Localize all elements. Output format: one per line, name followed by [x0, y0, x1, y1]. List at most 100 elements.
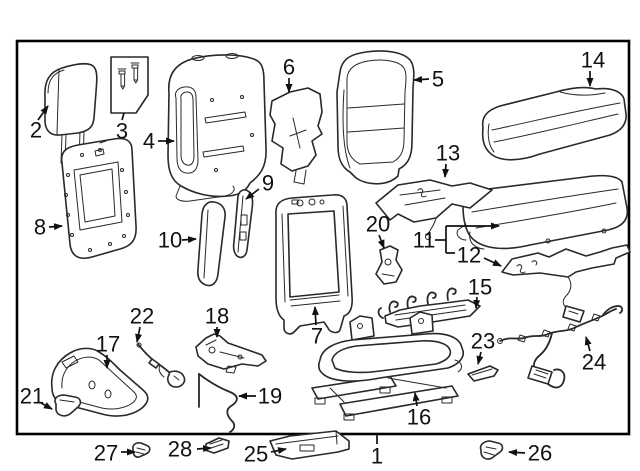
- callout-9[interactable]: 9: [245, 171, 274, 200]
- leader-arrow: [483, 257, 502, 267]
- callout-8[interactable]: 8: [34, 215, 63, 240]
- part-number-9[interactable]: 9: [262, 171, 274, 196]
- callout-5[interactable]: 5: [413, 67, 444, 92]
- leader-arrow: [508, 449, 526, 456]
- part-number-20[interactable]: 20: [366, 212, 390, 237]
- callout-12[interactable]: 12: [457, 243, 502, 268]
- part-side-trim-strip: [232, 189, 254, 259]
- part-clip-27: [132, 442, 151, 458]
- leader-arrow: [40, 402, 53, 410]
- part-number-5[interactable]: 5: [432, 67, 444, 92]
- part-number-25[interactable]: 25: [244, 442, 268, 467]
- part-number-15[interactable]: 15: [468, 275, 492, 300]
- part-number-8[interactable]: 8: [34, 215, 46, 240]
- callout-6[interactable]: 6: [283, 55, 295, 93]
- callout-24[interactable]: 24: [582, 336, 606, 375]
- leader-arrow: [181, 236, 197, 244]
- part-number-4[interactable]: 4: [143, 129, 155, 154]
- part-back-heater-mat: [375, 179, 493, 240]
- callout-1[interactable]: 1: [371, 434, 383, 469]
- callout-13[interactable]: 13: [436, 141, 460, 178]
- callout-18[interactable]: 18: [205, 304, 229, 338]
- callout-10[interactable]: 10: [158, 228, 197, 253]
- callout-15[interactable]: 15: [468, 275, 492, 309]
- part-number-2[interactable]: 2: [30, 118, 42, 143]
- callout-16[interactable]: 16: [407, 392, 431, 430]
- leader-arrow: [196, 445, 212, 453]
- callout-25[interactable]: 25: [244, 442, 287, 467]
- part-number-16[interactable]: 16: [407, 405, 431, 430]
- part-back-heater-element: [269, 87, 323, 185]
- part-sill-trim: [269, 430, 350, 460]
- part-seat-back-panel: [60, 137, 137, 260]
- part-headrest: [44, 63, 98, 164]
- leader-arrow: [412, 392, 420, 407]
- callout-4[interactable]: 4: [143, 129, 175, 154]
- part-seat-cushion-pad: [456, 174, 629, 250]
- part-mounting-bracket: [195, 333, 267, 374]
- leader-arrow: [135, 326, 143, 343]
- part-number-19[interactable]: 19: [258, 384, 282, 409]
- leader-arrow: [270, 447, 287, 455]
- part-seat-cushion-cover: [481, 86, 627, 161]
- part-seat-back-pad: [167, 53, 267, 202]
- part-number-14[interactable]: 14: [581, 48, 605, 73]
- part-release-cable: [136, 342, 186, 388]
- part-number-1[interactable]: 1: [371, 444, 383, 469]
- part-track-finisher: [467, 365, 499, 382]
- part-number-12[interactable]: 12: [457, 243, 481, 268]
- part-number-22[interactable]: 22: [130, 304, 154, 329]
- part-adjuster-handle: [54, 394, 82, 417]
- callout-19[interactable]: 19: [238, 384, 282, 409]
- part-bolster-pad: [197, 201, 226, 287]
- callout-3[interactable]: 3: [116, 112, 128, 144]
- callout-14[interactable]: 14: [581, 48, 605, 87]
- part-number-10[interactable]: 10: [158, 228, 182, 253]
- part-cushion-heater-mat: [501, 244, 631, 323]
- part-number-7[interactable]: 7: [311, 324, 323, 349]
- part-suspension-mat: [377, 287, 481, 328]
- part-number-24[interactable]: 24: [582, 350, 606, 375]
- leader-arrow: [377, 234, 385, 249]
- part-wiring-harness: [497, 305, 624, 389]
- part-headrest-bolt-kit: [110, 56, 149, 114]
- callout-11[interactable]: 11: [413, 222, 500, 254]
- callout-17[interactable]: 17: [96, 332, 120, 369]
- part-clip-26: [479, 440, 504, 460]
- part-number-13[interactable]: 13: [436, 141, 460, 166]
- leader-arrow: [442, 163, 450, 178]
- leader-arrow: [584, 336, 592, 352]
- part-seat-back-cover: [336, 50, 415, 185]
- part-number-23[interactable]: 23: [471, 329, 495, 354]
- part-number-17[interactable]: 17: [96, 332, 120, 357]
- part-number-18[interactable]: 18: [205, 304, 229, 329]
- part-number-28[interactable]: 28: [168, 437, 192, 462]
- leader-arrow: [48, 223, 63, 231]
- part-number-11[interactable]: 11: [413, 228, 436, 253]
- part-number-3[interactable]: 3: [116, 119, 128, 144]
- leader-arrow: [476, 351, 484, 365]
- leader-arrow: [245, 188, 260, 200]
- part-wire-rod: [198, 373, 238, 433]
- leader-arrow: [37, 105, 49, 121]
- callout-21[interactable]: 21: [20, 384, 53, 410]
- part-seat-back-frame: [275, 194, 353, 335]
- leader-arrow: [473, 296, 481, 309]
- callout-26[interactable]: 26: [508, 441, 552, 466]
- callout-27[interactable]: 27: [94, 441, 136, 466]
- callout-22[interactable]: 22: [130, 304, 154, 343]
- callout-7[interactable]: 7: [311, 306, 323, 349]
- part-seat-adjuster: [311, 311, 464, 421]
- part-number-27[interactable]: 27: [94, 441, 118, 466]
- part-number-26[interactable]: 26: [528, 441, 552, 466]
- callout-28[interactable]: 28: [168, 437, 212, 462]
- callout-2[interactable]: 2: [30, 105, 49, 143]
- part-number-21[interactable]: 21: [20, 384, 44, 409]
- leader-arrow: [413, 75, 430, 83]
- callout-23[interactable]: 23: [471, 329, 495, 365]
- callout-20[interactable]: 20: [366, 212, 390, 249]
- part-number-6[interactable]: 6: [283, 55, 295, 80]
